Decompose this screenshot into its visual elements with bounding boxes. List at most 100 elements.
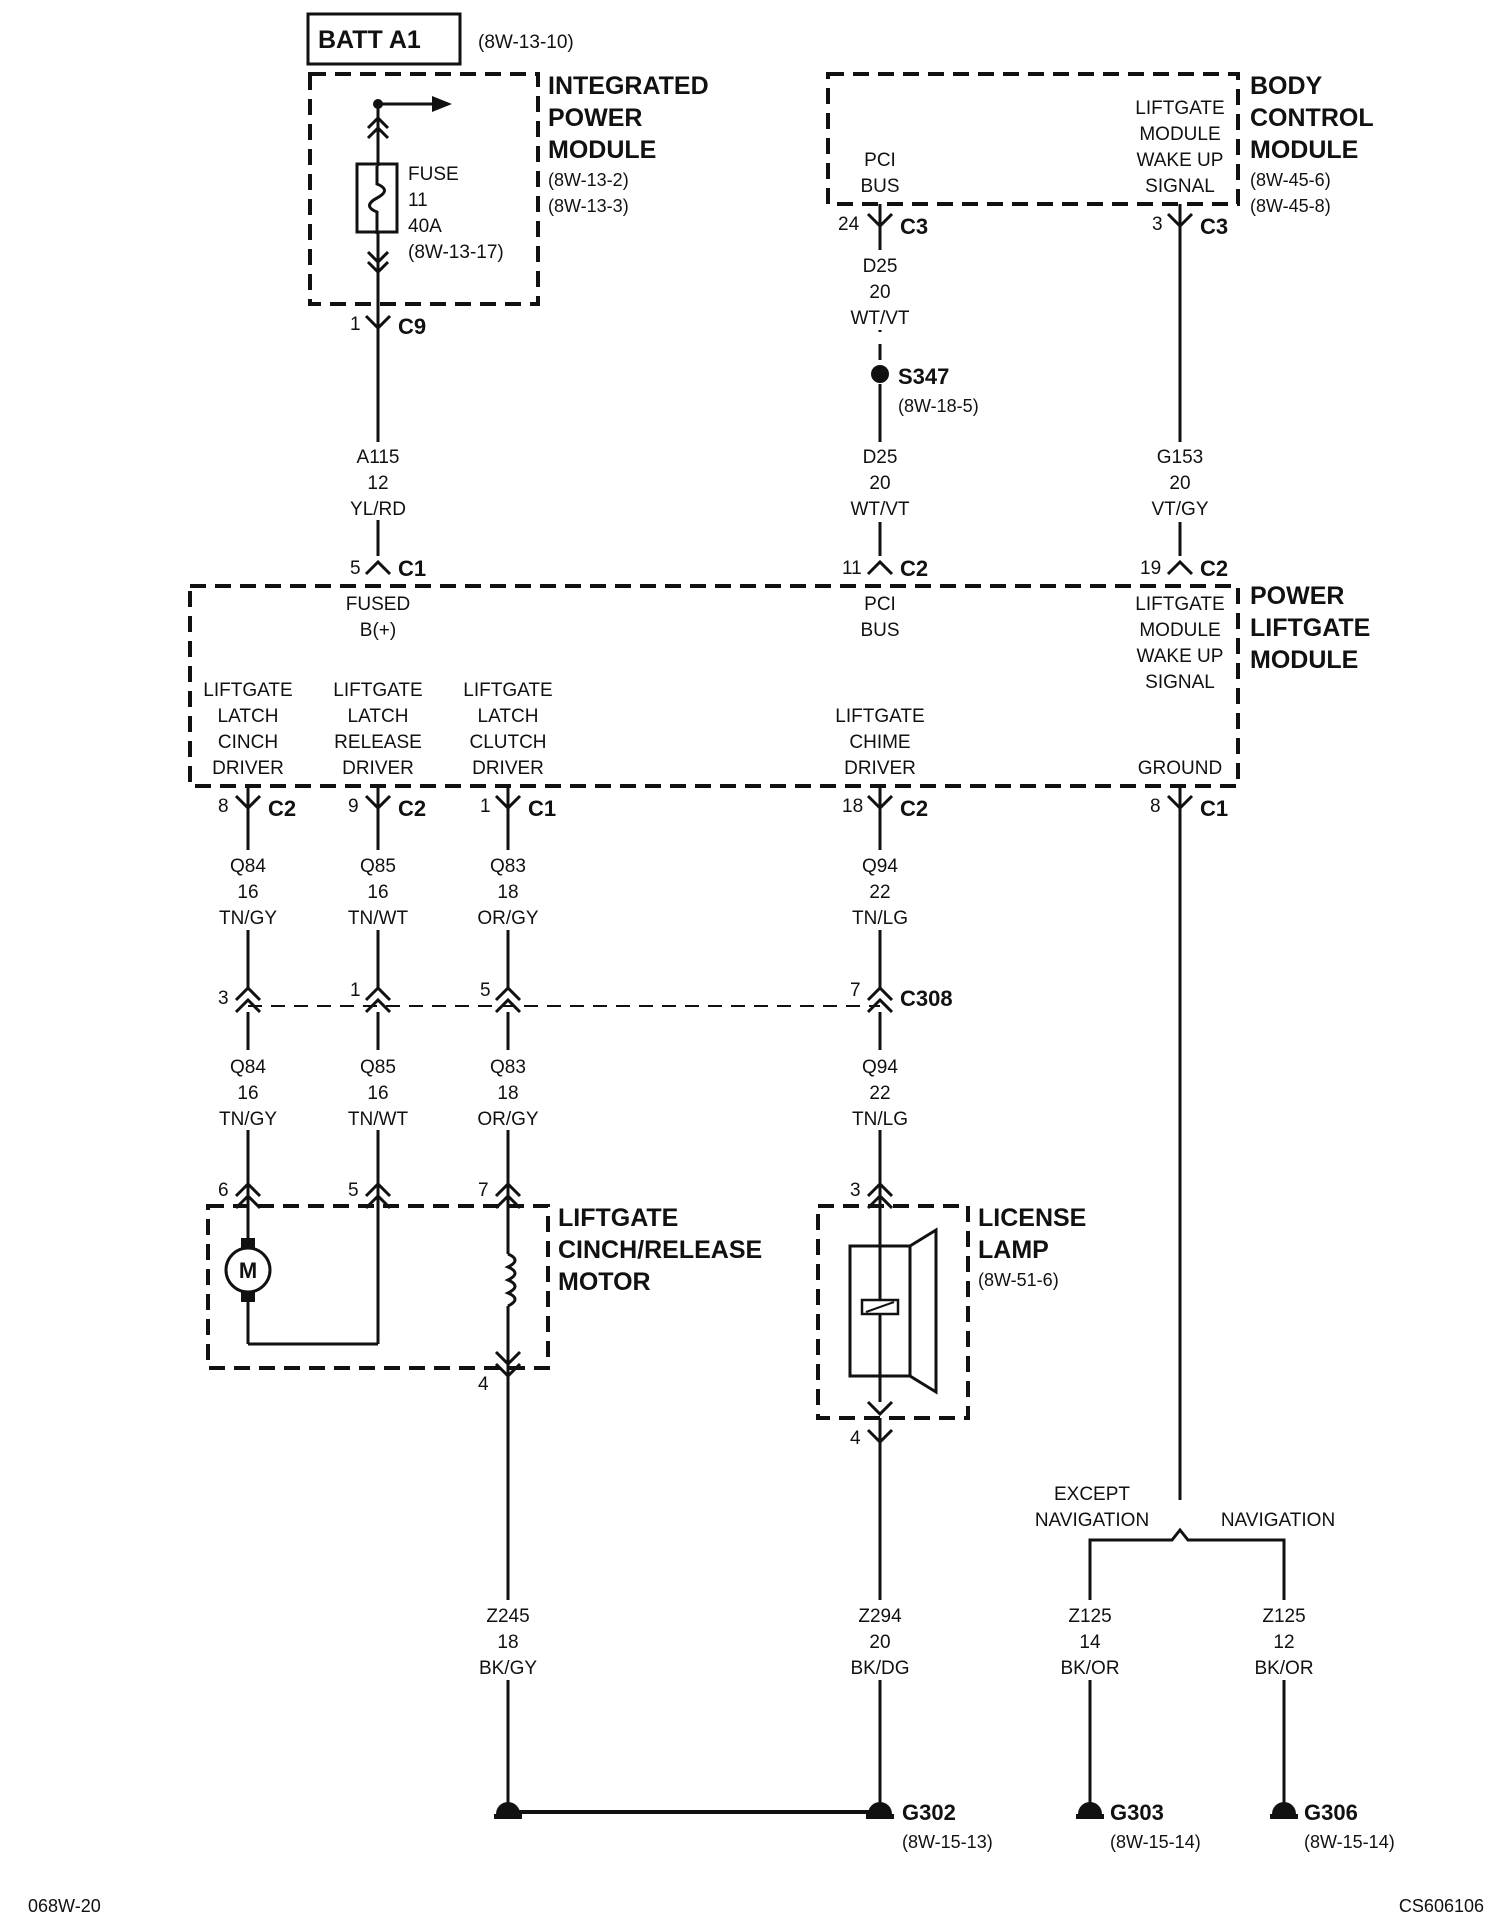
ground-symbol-z245: [494, 1802, 522, 1819]
plm-chime-driver-label: LIFTGATE CHIME DRIVER: [835, 706, 924, 779]
svg-text:11: 11: [408, 190, 428, 211]
svg-text:11: 11: [842, 558, 862, 579]
svg-text:MOTOR: MOTOR: [558, 1268, 651, 1296]
wire-q83-bottom-label: Q83 18 OR/GY: [477, 1057, 539, 1130]
svg-text:CINCH/RELEASE: CINCH/RELEASE: [558, 1236, 762, 1264]
svg-text:TN/GY: TN/GY: [219, 908, 277, 929]
svg-text:22: 22: [869, 882, 890, 903]
wire-q85-bottom-label-bg: [342, 1050, 414, 1130]
svg-text:PCI: PCI: [864, 594, 896, 615]
svg-text:18: 18: [497, 882, 518, 903]
svg-text:MODULE: MODULE: [1250, 136, 1358, 164]
license-lamp-label: LICENSE LAMP (8W-51-6): [978, 1204, 1086, 1290]
svg-text:BK/GY: BK/GY: [479, 1658, 537, 1679]
wire-q83-bottom-label-bg: [472, 1050, 544, 1130]
batt-a1-ref: (8W-13-10): [478, 32, 574, 53]
wire-z294-label-bg: [844, 1600, 916, 1680]
svg-text:BUS: BUS: [860, 176, 899, 197]
ipm-bus-tap: [366, 96, 452, 166]
integrated-power-module-box: [308, 72, 540, 306]
svg-text:3: 3: [1152, 214, 1163, 235]
fuse-11-symbol: [355, 162, 399, 304]
svg-text:(8W-13-3): (8W-13-3): [548, 196, 629, 216]
svg-text:6: 6: [218, 1180, 229, 1201]
svg-text:(8W-45-8): (8W-45-8): [1250, 196, 1331, 216]
bcm-wake-signal-label: LIFTGATE MODULE WAKE UP SIGNAL: [1135, 98, 1224, 197]
svg-text:(8W-51-6): (8W-51-6): [978, 1270, 1059, 1290]
body-control-module-box: [826, 72, 1240, 206]
plm-cinch-driver-label: LIFTGATE LATCH CINCH DRIVER: [203, 680, 292, 779]
ground-g302-label: G302 (8W-15-13): [902, 1800, 993, 1852]
svg-text:LIFTGATE: LIFTGATE: [333, 680, 422, 701]
svg-text:BK/DG: BK/DG: [850, 1658, 909, 1679]
svg-text:EXCEPT: EXCEPT: [1054, 1484, 1130, 1505]
wire-d25-top-label: D25 20 WT/VT: [850, 256, 909, 329]
svg-text:1: 1: [350, 980, 361, 1001]
license-lamp-bulb-icon: [848, 1208, 938, 1402]
wire-d25-bottom-label-bg: [846, 442, 914, 522]
svg-text:7: 7: [478, 1180, 489, 1201]
svg-text:WT/VT: WT/VT: [850, 308, 909, 329]
svg-text:WAKE UP: WAKE UP: [1137, 646, 1224, 667]
svg-text:Z125: Z125: [1262, 1606, 1305, 1627]
svg-text:WAKE UP: WAKE UP: [1137, 150, 1224, 171]
svg-text:LATCH: LATCH: [348, 706, 409, 727]
connector-plm-c2-release: 9 C2: [348, 794, 426, 821]
wire-z125-12-label-bg: [1248, 1600, 1320, 1680]
motor-bottom-connector: 4: [478, 1350, 522, 1395]
plm-ground-label: GROUND: [1138, 758, 1222, 779]
splice-s347: S347 (8W-18-5): [871, 364, 979, 416]
svg-text:DRIVER: DRIVER: [212, 758, 284, 779]
svg-text:LICENSE: LICENSE: [978, 1204, 1086, 1232]
svg-text:D25: D25: [863, 447, 898, 468]
svg-text:18: 18: [842, 796, 863, 817]
svg-text:DRIVER: DRIVER: [342, 758, 414, 779]
svg-text:5: 5: [350, 558, 361, 579]
svg-text:14: 14: [1079, 1632, 1101, 1653]
svg-text:VT/GY: VT/GY: [1151, 499, 1208, 520]
svg-text:3: 3: [850, 1180, 861, 1201]
wire-q85-top-label-bg: [342, 850, 414, 930]
svg-text:MODULE: MODULE: [1139, 620, 1220, 641]
connector-c308: 3 1 5 7 C308: [218, 980, 953, 1014]
svg-text:8: 8: [1150, 796, 1161, 817]
svg-text:1: 1: [480, 796, 491, 817]
svg-text:Q94: Q94: [862, 1057, 898, 1078]
ground-symbol-g303: [1076, 1802, 1104, 1819]
footer-figure-code: CS606106: [1399, 1896, 1484, 1916]
svg-text:(8W-18-5): (8W-18-5): [898, 396, 979, 416]
wire-q94-top-label-bg: [844, 850, 916, 930]
svg-text:Z294: Z294: [858, 1606, 902, 1627]
svg-text:Q83: Q83: [490, 856, 526, 877]
wire-q83-top-label-bg: [472, 850, 544, 930]
svg-text:SIGNAL: SIGNAL: [1145, 176, 1215, 197]
wire-q85-top-label: Q85 16 TN/WT: [348, 856, 409, 929]
svg-text:Q94: Q94: [862, 856, 898, 877]
batt-a1-label: BATT A1: [318, 26, 421, 54]
connector-plm-c2-wake: 19 C2: [1140, 556, 1228, 581]
svg-text:LIFTGATE: LIFTGATE: [1135, 594, 1224, 615]
svg-text:FUSED: FUSED: [346, 594, 410, 615]
wire-d25-bottom-label: D25 20 WT/VT: [850, 447, 909, 520]
svg-text:M: M: [239, 1258, 257, 1283]
svg-text:D25: D25: [863, 256, 898, 277]
svg-text:C2: C2: [900, 796, 928, 821]
svg-text:CLUTCH: CLUTCH: [469, 732, 546, 753]
svg-text:CONTROL: CONTROL: [1250, 104, 1374, 132]
svg-text:MODULE: MODULE: [1139, 124, 1220, 145]
svg-text:G153: G153: [1157, 447, 1203, 468]
wire-g153-label: G153 20 VT/GY: [1151, 447, 1208, 520]
svg-text:5: 5: [480, 980, 491, 1001]
svg-text:16: 16: [367, 882, 388, 903]
svg-text:POWER: POWER: [1250, 582, 1344, 610]
svg-text:16: 16: [237, 882, 258, 903]
navigation-option-split: [1088, 1527, 1286, 1552]
svg-text:16: 16: [367, 1083, 388, 1104]
svg-text:(8W-15-13): (8W-15-13): [902, 1832, 993, 1852]
wire-a115-label-bg: [344, 442, 412, 520]
svg-text:LATCH: LATCH: [478, 706, 539, 727]
license-lamp-top-connector: 3: [850, 1180, 894, 1210]
svg-text:22: 22: [869, 1083, 890, 1104]
ground-symbol-g302: [866, 1802, 894, 1819]
svg-text:Z245: Z245: [486, 1606, 529, 1627]
